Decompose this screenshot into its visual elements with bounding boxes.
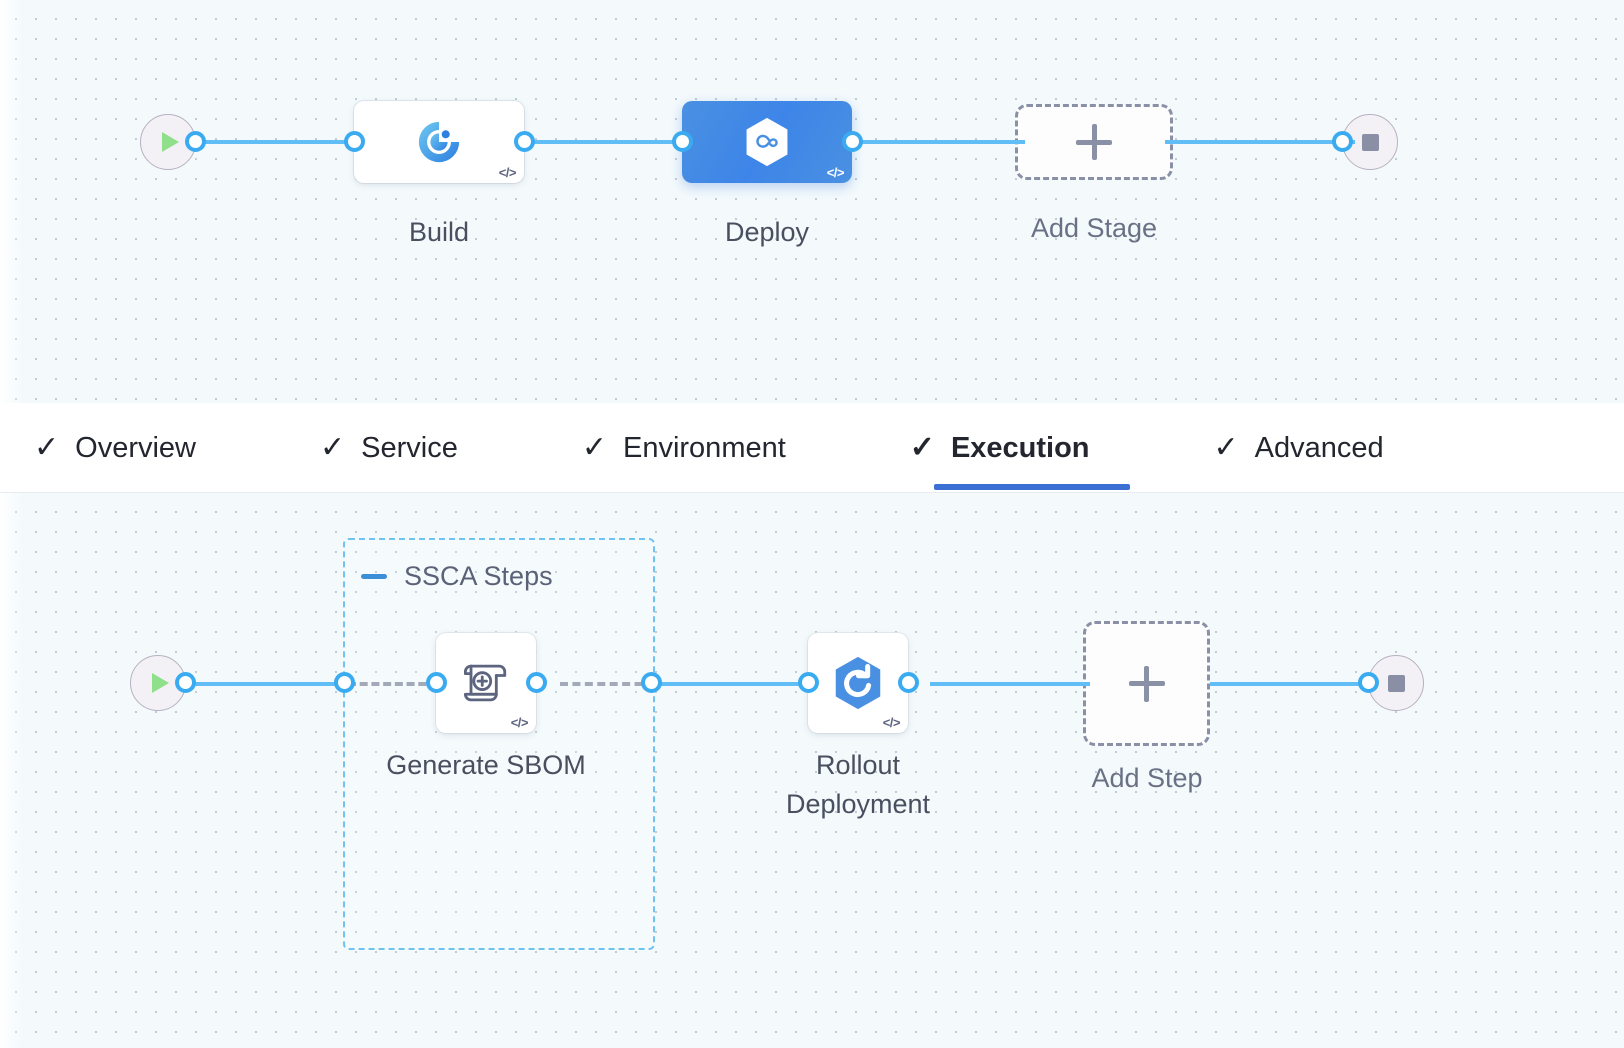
- pipeline-start-node[interactable]: [140, 114, 206, 170]
- pipeline-end-node[interactable]: [1332, 114, 1398, 170]
- plus-icon-vertical: [1144, 665, 1149, 702]
- sbom-output-port[interactable]: [526, 672, 547, 693]
- step-node-rollout-deployment[interactable]: </> Rollout Deployment: [786, 633, 930, 819]
- edge-group-out-dashed: [560, 682, 655, 686]
- yaml-code-badge-rollout[interactable]: </>: [882, 715, 901, 730]
- play-icon: [152, 673, 169, 693]
- add-stage-node[interactable]: Add Stage: [1015, 104, 1173, 243]
- tab-label-service: Service: [361, 431, 458, 464]
- build-input-port[interactable]: [344, 131, 365, 152]
- plus-icon-vertical: [1091, 124, 1097, 160]
- tab-environment[interactable]: ✓ Environment: [580, 403, 822, 493]
- check-icon-execution: ✓: [909, 431, 935, 464]
- end-input-port[interactable]: [1332, 131, 1353, 152]
- execution-graph-canvas[interactable]: SSCA Steps: [0, 493, 1624, 1048]
- stage-label-build: Build: [408, 217, 470, 247]
- tab-label-environment: Environment: [622, 431, 786, 464]
- tab-execution[interactable]: ✓ Execution: [908, 403, 1130, 493]
- yaml-code-badge-sbom[interactable]: </>: [510, 715, 529, 730]
- stop-icon: [1387, 674, 1405, 692]
- rollout-input-port[interactable]: [798, 672, 819, 693]
- step-card-rollout-deployment[interactable]: </>: [808, 633, 908, 733]
- exec-start-output-port[interactable]: [175, 672, 196, 693]
- edge-add-to-end: [1165, 140, 1355, 144]
- rollout-output-port[interactable]: [898, 672, 919, 693]
- step-group-title: SSCA Steps: [404, 561, 553, 591]
- step-group-ssca[interactable]: [343, 538, 655, 950]
- stop-icon: [1361, 133, 1379, 151]
- tab-service[interactable]: ✓ Service: [318, 403, 494, 493]
- stage-card-deploy[interactable]: </>: [682, 101, 852, 183]
- edge-sbom-to-rollout: [650, 682, 815, 686]
- add-step-node[interactable]: Add Step: [1083, 621, 1210, 793]
- edge-build-to-deploy: [520, 140, 690, 144]
- check-icon-service: ✓: [320, 431, 346, 464]
- add-stage-label: Add Stage: [1030, 213, 1158, 243]
- edge-start-to-group: [186, 682, 351, 686]
- stage-node-deploy[interactable]: </> Deploy: [672, 101, 863, 247]
- rollout-hexagon-icon: [835, 656, 881, 710]
- play-icon: [162, 132, 179, 152]
- edge-add-to-end-step: [1210, 682, 1375, 686]
- exec-end-input-port[interactable]: [1358, 672, 1379, 693]
- step-group-header[interactable]: SSCA Steps: [361, 561, 553, 592]
- stage-config-tabs[interactable]: ✓ Overview ✓ Service ✓ Environment ✓ Exe…: [0, 403, 1624, 493]
- sbom-scroll-icon: [463, 664, 507, 702]
- step-node-generate-sbom[interactable]: </> Generate SBOM: [386, 633, 586, 780]
- sbom-input-port[interactable]: [426, 672, 447, 693]
- execution-end-node[interactable]: [1358, 655, 1424, 711]
- stage-node-build[interactable]: </> Build: [344, 101, 535, 247]
- add-step-label: Add Step: [1091, 763, 1203, 793]
- edge-start-to-build: [196, 140, 361, 144]
- tab-label-execution: Execution: [950, 431, 1090, 464]
- stage-card-build[interactable]: </>: [354, 101, 524, 183]
- add-stage-button[interactable]: [1015, 104, 1173, 180]
- deploy-input-port[interactable]: [672, 131, 693, 152]
- group-exit-port[interactable]: [641, 672, 662, 693]
- build-output-port[interactable]: [514, 131, 535, 152]
- yaml-code-badge-build[interactable]: </>: [498, 165, 517, 180]
- stage-label-deploy: Deploy: [724, 217, 810, 247]
- check-icon-environment: ✓: [581, 431, 607, 464]
- tab-label-overview: Overview: [75, 431, 196, 464]
- yaml-code-badge-deploy[interactable]: </>: [826, 165, 845, 180]
- harness-hexagon-icon: [746, 117, 788, 167]
- tab-advanced[interactable]: ✓ Advanced: [1212, 403, 1420, 493]
- stage-graph-canvas[interactable]: </> Build </> Deploy: [0, 0, 1624, 403]
- edge-rollout-to-add: [930, 682, 1090, 686]
- tab-overview[interactable]: ✓ Overview: [32, 403, 232, 493]
- check-icon-advanced: ✓: [1213, 431, 1239, 464]
- step-label-rollout-deployment: Rollout Deployment: [785, 750, 931, 820]
- active-tab-indicator: [933, 484, 1130, 490]
- build-target-icon: [418, 121, 460, 163]
- start-output-port[interactable]: [185, 131, 206, 152]
- minus-icon[interactable]: [361, 574, 387, 579]
- group-entry-port[interactable]: [334, 672, 355, 693]
- edge-group-in-dashed: [348, 682, 438, 686]
- step-card-generate-sbom[interactable]: </>: [436, 633, 536, 733]
- edge-deploy-to-add: [845, 140, 1025, 144]
- step-label-generate-sbom: Generate SBOM: [386, 750, 586, 780]
- tab-label-advanced: Advanced: [1254, 431, 1384, 464]
- execution-start-node[interactable]: [130, 655, 196, 711]
- deploy-output-port[interactable]: [842, 131, 863, 152]
- add-step-button[interactable]: [1083, 621, 1210, 746]
- check-icon-overview: ✓: [34, 431, 60, 464]
